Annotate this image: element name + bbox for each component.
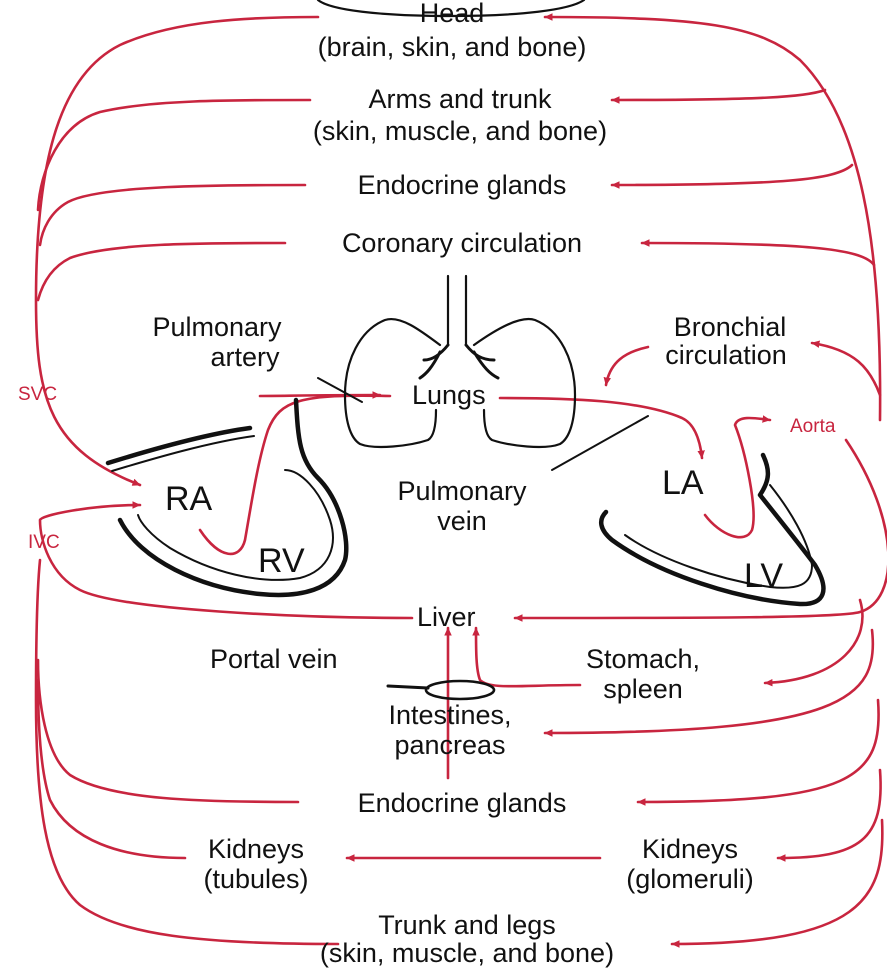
label-trunk-legs-line1: Trunk and legs xyxy=(378,910,556,940)
label-pulmonary-artery-line1: Pulmonary xyxy=(152,312,282,342)
label-trunk-legs-line2: (skin, muscle, and bone) xyxy=(320,938,614,968)
flow-bronchial-return xyxy=(606,347,648,385)
label-head: Head xyxy=(420,0,485,28)
label-ra: RA xyxy=(165,480,213,518)
flow-coronary-to-svc xyxy=(38,243,285,300)
label-kidneys-tubules-line1: Kidneys xyxy=(208,834,304,864)
label-pulmonary-vein-line1: Pulmonary xyxy=(397,476,527,506)
label-portal-vein: Portal vein xyxy=(210,644,338,674)
label-coronary: Coronary circulation xyxy=(342,228,582,258)
lungs-outline xyxy=(345,276,575,447)
heart-left xyxy=(601,455,823,604)
flow-aorta-to-stomach xyxy=(765,600,862,683)
bronchi xyxy=(420,345,498,378)
label-head-detail: (brain, skin, and bone) xyxy=(318,32,587,62)
label-svc: SVC xyxy=(18,384,57,405)
label-aorta: Aorta xyxy=(790,416,836,437)
label-stomach-line2: spleen xyxy=(603,674,683,704)
flow-arms-to-svc xyxy=(38,100,310,210)
label-bronchial-line2: circulation xyxy=(665,340,787,370)
flow-lv-to-aorta xyxy=(705,418,770,537)
flow-pulmonary-artery-to-lungs xyxy=(260,395,380,396)
label-intestines-line1: Intestines, xyxy=(388,700,511,730)
label-intestines-line2: pancreas xyxy=(394,730,505,760)
lv-outer-wall xyxy=(601,455,823,604)
flow-aorta-to-kidneys-glomeruli xyxy=(778,770,881,858)
label-rv: RV xyxy=(258,542,305,580)
label-lungs: Lungs xyxy=(412,380,486,410)
label-liver: Liver xyxy=(417,602,476,632)
flow-aorta-to-bronchial xyxy=(812,343,880,395)
label-kidneys-tubules-line2: (tubules) xyxy=(203,864,308,894)
label-pulmonary-artery-line2: artery xyxy=(210,342,280,372)
label-kidneys-glomeruli-line2: (glomeruli) xyxy=(626,864,754,894)
label-endocrine-lower: Endocrine glands xyxy=(358,788,567,818)
label-kidneys-glomeruli-line1: Kidneys xyxy=(642,834,738,864)
pulmonary-vein-pointer xyxy=(552,416,648,470)
label-la: LA xyxy=(662,464,704,502)
ra-upper-wall-outer xyxy=(108,428,250,463)
flow-lungs-to-la xyxy=(500,398,702,458)
label-arms-trunk-detail: (skin, muscle, and bone) xyxy=(313,116,607,146)
label-ivc: IVC xyxy=(28,532,60,553)
label-lv: LV xyxy=(744,557,783,595)
label-endocrine-upper: Endocrine glands xyxy=(358,170,567,200)
heart-right xyxy=(108,400,346,595)
flow-aorta-to-coronary xyxy=(642,243,874,265)
flow-aorta-to-endocrine-upper xyxy=(612,165,852,185)
flow-stomach-to-liver xyxy=(476,628,580,686)
flow-ivc-to-ra xyxy=(40,505,412,618)
flow-aorta-to-arms xyxy=(612,90,825,100)
flow-aorta-to-endocrine-lower xyxy=(638,700,879,802)
label-bronchial-line1: Bronchial xyxy=(674,312,787,342)
trachea xyxy=(448,276,466,345)
flow-tubules-to-ivc xyxy=(38,680,185,858)
portal-vein-ring xyxy=(426,681,494,699)
label-arms-trunk: Arms and trunk xyxy=(368,84,552,114)
flow-endocrine-upper-to-svc xyxy=(40,185,305,245)
label-stomach-line1: Stomach, xyxy=(586,644,700,674)
lv-inner-wall xyxy=(625,485,812,588)
label-pulmonary-vein-line2: vein xyxy=(437,506,487,536)
portal-vein-line xyxy=(388,686,428,688)
right-lung xyxy=(474,319,575,447)
flow-endocrine-lower-to-ivc xyxy=(38,660,298,802)
